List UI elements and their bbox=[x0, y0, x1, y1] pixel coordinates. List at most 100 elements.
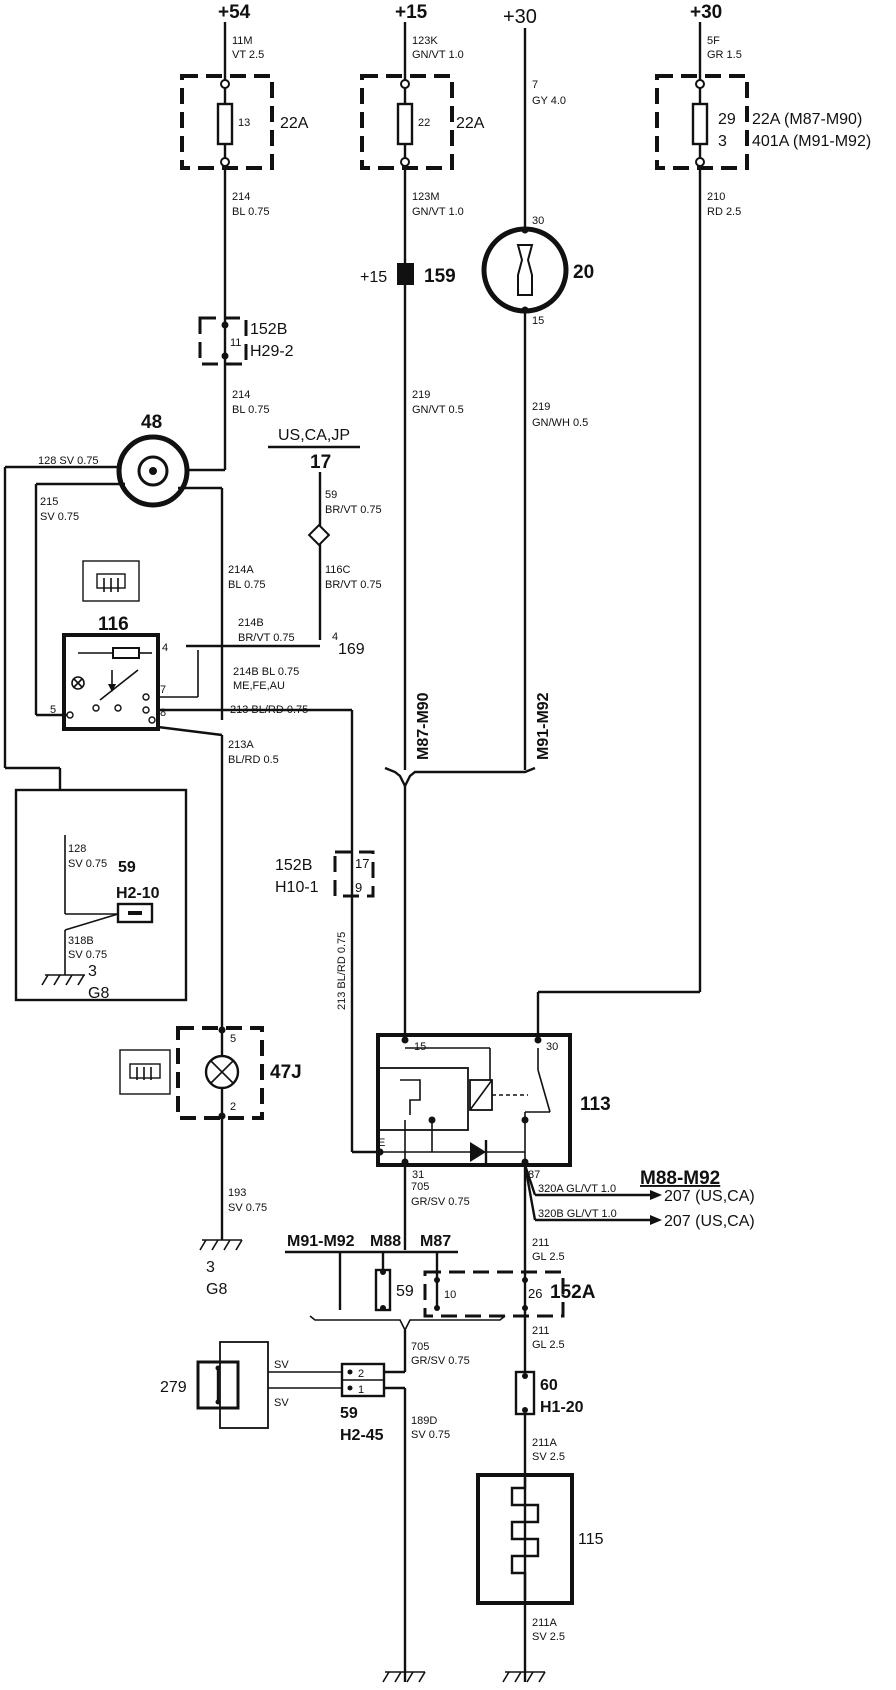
ignition-switch-label: 20 bbox=[573, 262, 594, 283]
wire-128b-num: 128 bbox=[68, 843, 86, 855]
wire-211a2-num: 211A bbox=[532, 1617, 558, 1629]
wire-59-num: 59 bbox=[325, 489, 337, 501]
wire-123k-num: 123K bbox=[412, 35, 438, 47]
wire-59-spec: BR/VT 0.75 bbox=[325, 504, 382, 516]
relay-113: 15 30 E 31 87 bbox=[376, 1033, 572, 1181]
wire-211a-spec: SV 2.5 bbox=[532, 1451, 565, 1463]
relay-116-p5: 5 bbox=[50, 704, 56, 716]
wire-705b-num: 705 bbox=[411, 1341, 429, 1353]
wire-705-spec: GR/SV 0.75 bbox=[411, 1196, 470, 1208]
wire-219b-spec: GN/WH 0.5 bbox=[532, 417, 588, 429]
heater-115 bbox=[476, 1473, 574, 1605]
output-207-a: 207 (US,CA) bbox=[664, 1188, 755, 1205]
output-207-b: 207 (US,CA) bbox=[664, 1213, 755, 1230]
wire-219a-num: 219 bbox=[412, 389, 430, 401]
connector-159-label: 159 bbox=[424, 266, 456, 287]
wire-5f-spec: GR 1.5 bbox=[707, 49, 742, 61]
wire-211a-num: 211A bbox=[532, 1437, 558, 1449]
relay-116-p7: 7 bbox=[160, 684, 166, 696]
connector-152b-mid: 17 9 bbox=[333, 850, 375, 898]
wire-128-label: 128 SV 0.75 bbox=[38, 455, 99, 467]
wire-123m-spec: GN/VT 1.0 bbox=[412, 206, 464, 218]
wire-214-spec: BL 0.75 bbox=[232, 206, 270, 218]
ground-box-g2: G8 bbox=[88, 985, 109, 1002]
lamp-47j: 5 2 bbox=[176, 1026, 264, 1120]
ground-icon-heater bbox=[502, 1671, 546, 1683]
ground-icon-left bbox=[199, 1239, 243, 1251]
connector-152b-mid-p2: 9 bbox=[355, 880, 362, 895]
wire-193-num: 193 bbox=[228, 1187, 246, 1199]
connector-59-h245-p2: 2 bbox=[358, 1368, 364, 1380]
fuse-29-rating2: 401A (M91-M92) bbox=[752, 133, 871, 150]
connector-152b-mid-label1: 152B bbox=[275, 857, 312, 874]
wire-7-num: 7 bbox=[532, 79, 538, 91]
relay-116-label: 116 bbox=[98, 614, 129, 635]
lamp-47j-p2: 2 bbox=[230, 1101, 236, 1113]
terminal-15: +15 bbox=[395, 2, 428, 23]
wire-215-spec: SV 0.75 bbox=[40, 511, 79, 523]
relay-113-p15: 15 bbox=[414, 1041, 426, 1053]
relay-116-p4: 4 bbox=[162, 642, 168, 654]
connector-59-mid-label: 59 bbox=[396, 1283, 414, 1300]
terminal-54: +54 bbox=[218, 2, 251, 23]
fuse-29-rating1: 22A (M87-M90) bbox=[752, 111, 862, 128]
connector-159-terminal: +15 bbox=[360, 269, 387, 286]
relay-113-label: 113 bbox=[580, 1094, 611, 1115]
wire-214a-num: 214A bbox=[228, 564, 254, 576]
terminal-30-a: +30 bbox=[503, 6, 537, 28]
wire-214b-spec: BR/VT 0.75 bbox=[238, 632, 295, 644]
connector-152b-mid-p1: 17 bbox=[355, 856, 369, 871]
relay-113-pe: E bbox=[378, 1137, 385, 1149]
ignition-switch-30: 30 bbox=[532, 215, 544, 227]
wire-123m-num: 123M bbox=[412, 191, 440, 203]
wire-11m-spec: VT 2.5 bbox=[232, 49, 264, 61]
wire-214-num: 214 bbox=[232, 191, 250, 203]
relay-116-p8: 8 bbox=[160, 707, 166, 719]
wire-215-num: 215 bbox=[40, 496, 58, 508]
ground-left-g1: 3 bbox=[206, 1259, 215, 1276]
wire-213-vertical: 213 BL/RD 0.75 bbox=[336, 932, 348, 1010]
wire-318b-num: 318B bbox=[68, 935, 94, 947]
wire-sv-1: SV bbox=[274, 1359, 289, 1371]
fuse-60 bbox=[514, 1370, 536, 1416]
fuse-29-num2: 3 bbox=[718, 133, 727, 150]
wire-211b-spec: GL 2.5 bbox=[532, 1339, 565, 1351]
wire-320b: 320B GL/VT 1.0 bbox=[538, 1208, 617, 1220]
wire-11m-num: 11M bbox=[232, 35, 253, 47]
wire-128b-spec: SV 0.75 bbox=[68, 858, 107, 870]
wire-7-spec: GY 4.0 bbox=[532, 95, 566, 107]
variant-m88-m92: M88-M92 bbox=[640, 1168, 720, 1189]
relay-symbol-icon bbox=[82, 560, 140, 602]
ground-box-g1: 3 bbox=[88, 963, 97, 980]
variant-m87-bar: M87 bbox=[420, 1233, 451, 1250]
connector-152a-p26: 26 bbox=[528, 1286, 542, 1301]
relay-116: 4 7 8 5 bbox=[50, 633, 168, 731]
connector-59-h245-label2: H2-45 bbox=[340, 1427, 384, 1444]
ground-left-g2: G8 bbox=[206, 1281, 227, 1298]
ground-icon-189d bbox=[382, 1671, 426, 1683]
variant-brace-bottom bbox=[309, 1315, 506, 1332]
variant-m88-bar: M88 bbox=[370, 1233, 401, 1250]
wire-214b-market: ME,FE,AU bbox=[233, 680, 285, 692]
wire-189d-spec: SV 0.75 bbox=[411, 1429, 450, 1441]
fuse-29 bbox=[655, 74, 749, 170]
ground-box-59 bbox=[14, 788, 188, 1002]
relay-symbol-icon-2 bbox=[119, 1049, 171, 1095]
wire-211a2-spec: SV 2.5 bbox=[532, 1631, 565, 1643]
wire-213-label: 213 BL/RD 0.75 bbox=[230, 704, 308, 716]
fuse-22: 22 bbox=[360, 74, 454, 170]
lamp-47j-p5: 5 bbox=[230, 1033, 236, 1045]
connector-152a-label: 152A bbox=[550, 1282, 596, 1303]
ignition-switch-20 bbox=[481, 226, 569, 314]
ground-box-label1: 59 bbox=[118, 859, 136, 876]
ignition-switch-15: 15 bbox=[532, 315, 544, 327]
wire-214b-bl: 214B BL 0.75 bbox=[233, 666, 299, 678]
wire-5f-num: 5F bbox=[707, 35, 720, 47]
relay-113-p87: 87 bbox=[528, 1169, 540, 1181]
fuse-60-label2: H1-20 bbox=[540, 1399, 584, 1416]
connector-59-h245-label1: 59 bbox=[340, 1405, 358, 1422]
connector-152a-p10: 10 bbox=[444, 1289, 456, 1301]
wire-213a-num: 213A bbox=[228, 739, 254, 751]
component-48 bbox=[116, 434, 190, 508]
